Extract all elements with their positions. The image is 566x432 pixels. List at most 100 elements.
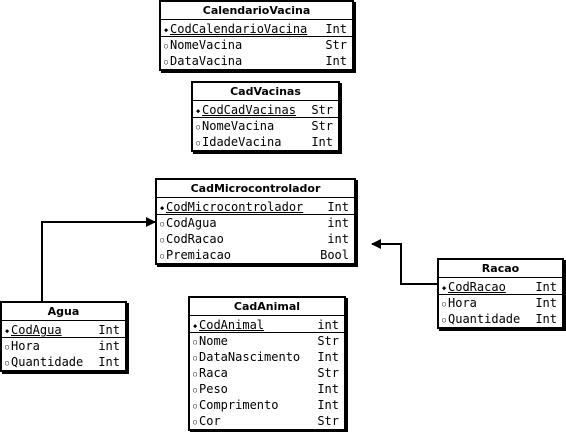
attribute-name: Peso [199, 382, 228, 396]
attribute-type: Str [311, 103, 333, 117]
attribute-marker-icon: ○ [193, 417, 198, 426]
entity-title: CalendarioVacina [161, 2, 352, 20]
attribute-name: Hora [11, 339, 40, 353]
attribute-type: Int [317, 350, 339, 364]
attribute-marker-icon: ○ [5, 342, 10, 351]
entity-cad-microcontrolador[interactable]: CadMicrocontrolador ◆CodMicrocontrolador… [155, 178, 356, 265]
attribute-type: Int [311, 135, 333, 149]
attribute-type: Int [325, 22, 347, 36]
attribute-marker-icon: ○ [442, 315, 447, 324]
attribute-name: CodCadVacinas [202, 103, 296, 117]
attribute-marker-icon: ○ [5, 358, 10, 367]
attribute-type: Int [535, 296, 557, 310]
attribute-type: Int [535, 312, 557, 326]
primary-key-attribute: ◆CodAnimal int [190, 317, 344, 333]
attribute-name: IdadeVacina [202, 135, 282, 149]
attribute-row: ○Hora int [2, 338, 125, 354]
attribute-marker-icon: ○ [196, 122, 201, 131]
attribute-marker-icon: ○ [442, 299, 447, 308]
attribute-row: ○Hora Int [439, 295, 562, 311]
attribute-name: CodAnimal [199, 318, 265, 332]
primary-key-attribute: ◆CodAgua Int [2, 322, 125, 338]
attribute-type: int [327, 232, 349, 246]
attribute-type: Int [98, 355, 120, 369]
attribute-row: ○Raca Str [190, 365, 344, 381]
attribute-name: DataVacina [170, 54, 243, 68]
attribute-type: Str [317, 366, 339, 380]
attribute-name: Nome [199, 334, 228, 348]
key-marker-icon: ◆ [160, 203, 165, 212]
attribute-type: Int [325, 54, 347, 68]
attribute-marker-icon: ○ [193, 337, 198, 346]
attribute-marker-icon: ○ [196, 138, 201, 147]
attribute-marker-icon: ○ [164, 41, 169, 50]
attribute-name: DataNascimento [199, 350, 301, 364]
attribute-name: Quantidade [448, 312, 521, 326]
attribute-type: Int [317, 398, 339, 412]
attribute-name: CodRacao [448, 280, 506, 294]
attribute-marker-icon: ○ [193, 369, 198, 378]
attribute-name: CodCalendarioVacina [170, 22, 308, 36]
relationship-agua-to-cadmicrocontrolador[interactable] [41, 217, 156, 301]
attribute-marker-icon: ○ [193, 353, 198, 362]
attribute-row: ○NomeVacina Str [193, 118, 338, 134]
attribute-type: int [317, 318, 339, 332]
attribute-type: Bool [320, 248, 349, 262]
attribute-name: CodAgua [166, 216, 217, 230]
attribute-name: CodAgua [11, 323, 62, 337]
entity-title: CadVacinas [193, 83, 338, 101]
attribute-type: Int [98, 323, 120, 337]
attribute-row: ○DataVacina Int [161, 53, 352, 69]
attribute-type: Int [535, 280, 557, 294]
entity-title: CadMicrocontrolador [157, 180, 354, 198]
attribute-type: Int [327, 200, 349, 214]
entity-title: Agua [2, 303, 125, 321]
key-marker-icon: ◆ [5, 326, 10, 335]
attribute-name: Raca [199, 366, 228, 380]
attribute-name: CodRacao [166, 232, 224, 246]
attribute-marker-icon: ○ [164, 57, 169, 66]
attribute-row: ○Comprimento Int [190, 397, 344, 413]
attribute-marker-icon: ○ [160, 235, 165, 244]
relationship-racao-to-cadmicrocontrolador[interactable] [371, 239, 437, 285]
attribute-row: ○NomeVacina Str [161, 37, 352, 53]
attribute-row: ○DataNascimento Int [190, 349, 344, 365]
key-marker-icon: ◆ [193, 321, 198, 330]
key-marker-icon: ◆ [442, 283, 447, 292]
attribute-type: Str [311, 119, 333, 133]
attribute-name: Hora [448, 296, 477, 310]
attribute-type: int [98, 339, 120, 353]
attribute-name: NomeVacina [202, 119, 275, 133]
attribute-marker-icon: ○ [193, 401, 198, 410]
attribute-row: ○Quantidade Int [439, 311, 562, 327]
attribute-name: Comprimento [199, 398, 279, 412]
attribute-type: Str [325, 38, 347, 52]
attribute-type: Int [317, 382, 339, 396]
entity-title: CadAnimal [190, 298, 344, 316]
attribute-marker-icon: ○ [160, 251, 165, 260]
attribute-row: ○IdadeVacina Int [193, 134, 338, 150]
attribute-name: NomeVacina [170, 38, 243, 52]
attribute-row: ○CodRacao int [157, 231, 354, 247]
